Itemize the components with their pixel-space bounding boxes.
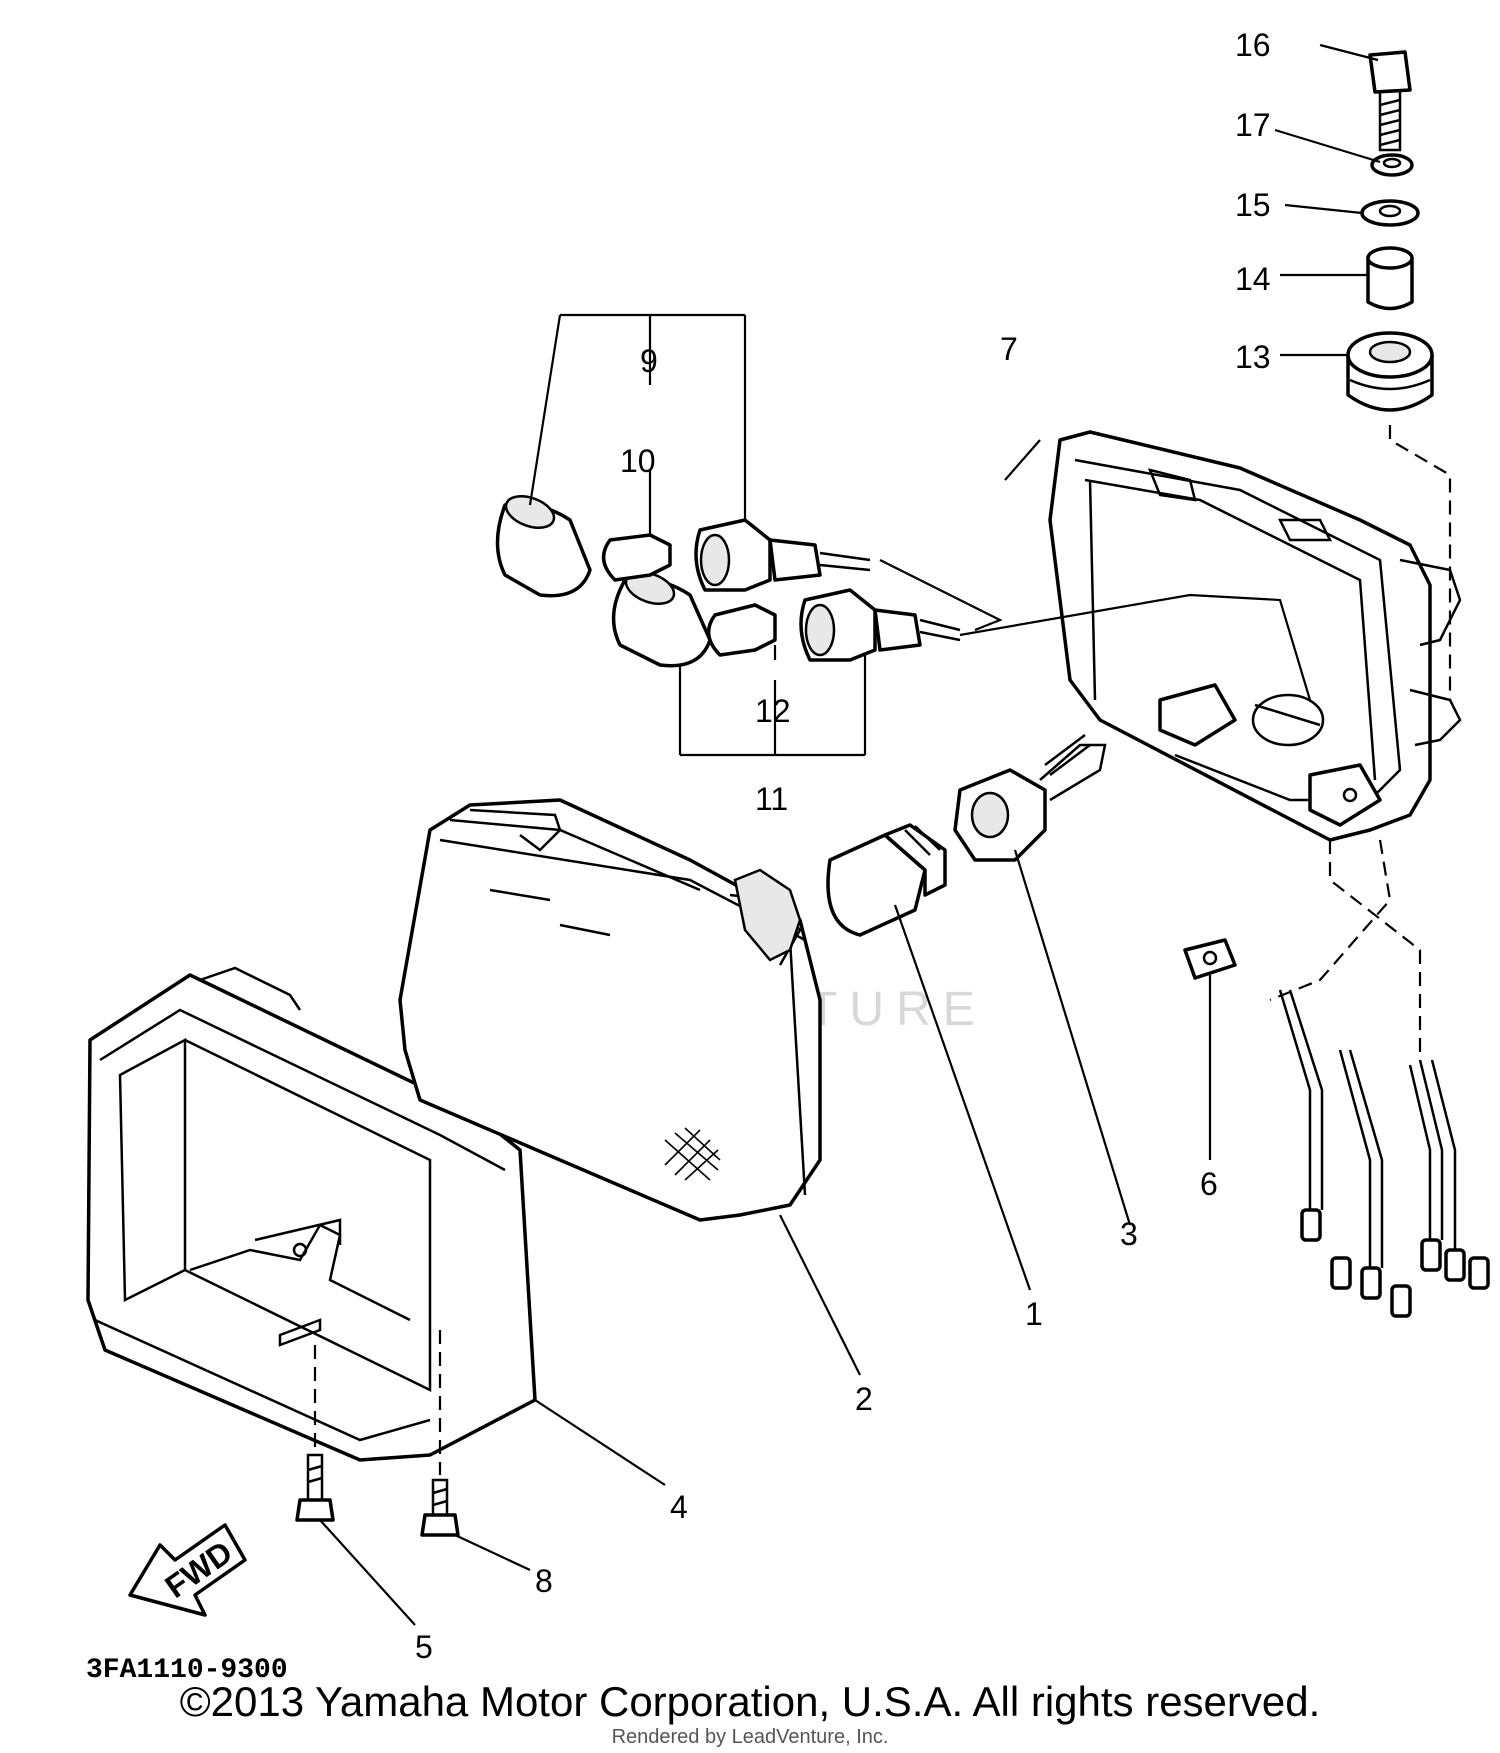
part-16-bolt	[1368, 50, 1412, 152]
part-1-bulb	[826, 823, 947, 937]
part-9-socket-cover-upper	[495, 495, 592, 598]
part-15-washer	[1360, 199, 1420, 227]
part-14-collar	[1366, 246, 1414, 311]
callout-7: 7	[1000, 331, 1018, 367]
callout-13: 13	[1235, 339, 1271, 375]
callout-11: 11	[755, 781, 788, 817]
part-3-socket	[953, 734, 1107, 862]
copyright-text: ©2013 Yamaha Motor Corporation, U.S.A. A…	[179, 1678, 1321, 1725]
wire-harness	[1269, 839, 1490, 1318]
callout-17: 17	[1235, 107, 1271, 143]
callout-2: 2	[855, 1381, 873, 1417]
diagram-code: 3FA1110-9300	[86, 1655, 288, 1686]
rendered-by-text: Rendered by LeadVenture, Inc.	[611, 1726, 889, 1748]
callout-5: 5	[415, 1629, 433, 1665]
mount-dashline	[1388, 425, 1452, 700]
part-8-screw	[420, 1478, 460, 1537]
callout-9: 9	[640, 343, 658, 379]
part-2-lens-unit	[398, 798, 822, 1222]
callout-3: 3	[1120, 1216, 1138, 1252]
fwd-arrow: FWD	[128, 1523, 247, 1617]
callout-labels: 7 16 17 15 14 13 9 10 12 11 3 6 1 2 4 8 …	[415, 27, 1271, 1665]
callout-16: 16	[1235, 27, 1271, 63]
part-5-screw	[295, 1453, 335, 1522]
callout-10: 10	[620, 443, 656, 479]
callout-4: 4	[670, 1489, 688, 1525]
callout-8: 8	[535, 1563, 553, 1599]
part-11-wire-socket-lower	[799, 588, 961, 662]
leader-lines	[319, 43, 1381, 1626]
part-9-socket-cover-lower	[611, 571, 712, 668]
callout-14: 14	[1235, 261, 1271, 297]
callout-12: 12	[755, 693, 791, 729]
part-10-bulb-upper	[601, 533, 672, 582]
callout-15: 15	[1235, 187, 1271, 223]
part-6-nut	[1183, 938, 1237, 980]
callout-1: 1	[1025, 1296, 1043, 1332]
part-17-lock-washer	[1370, 153, 1414, 177]
part-11-wire-socket-upper	[694, 518, 871, 592]
part-7-housing	[1048, 430, 1462, 842]
part-13-grommet	[1346, 331, 1434, 412]
callout-6: 6	[1200, 1166, 1218, 1202]
part-12-bulb-lower	[706, 603, 777, 657]
